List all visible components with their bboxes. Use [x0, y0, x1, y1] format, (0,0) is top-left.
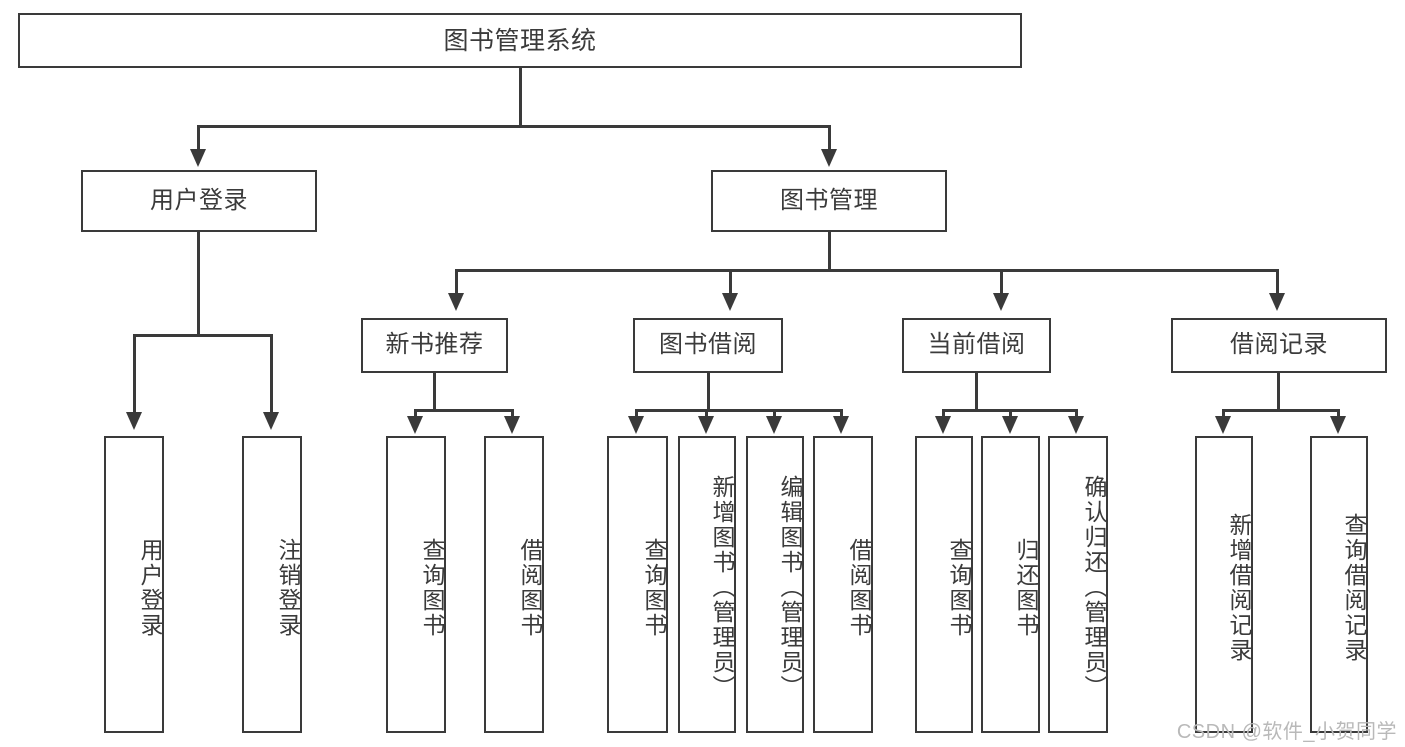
leaf-query-borrow-record[interactable]: 查询借阅记录: [1310, 436, 1368, 733]
edge-book-management-bus: [455, 269, 1279, 272]
arrow-bm-to-new-book: [448, 293, 464, 311]
node-label: 编辑图书（管理员）: [777, 475, 803, 700]
edge-book-management-stem: [828, 232, 831, 271]
node-label: 图书借阅: [659, 331, 757, 359]
edge-bb-to-leaf2: [705, 409, 708, 419]
arrow-bb-to-leaf3: [766, 416, 782, 434]
node-label: 图书管理: [780, 186, 878, 214]
arrow-user-login-to-leaf1: [126, 412, 142, 430]
leaf-query-book-current[interactable]: 查询图书: [915, 436, 973, 733]
node-label: 新增图书（管理员）: [709, 475, 735, 700]
leaf-add-book-admin[interactable]: 新增图书（管理员）: [678, 436, 736, 733]
arrow-root-to-user-login: [190, 149, 206, 167]
edge-user-login-stem: [197, 232, 200, 336]
edge-bm-to-new-book: [455, 269, 458, 295]
edge-user-login-to-leaf2: [270, 334, 273, 414]
node-label: 借阅图书: [517, 537, 543, 638]
arrow-bb-to-leaf4: [833, 416, 849, 434]
edge-book-borrow-bus: [635, 409, 842, 412]
edge-borrow-record-bus: [1222, 409, 1339, 412]
leaf-user-login[interactable]: 用户登录: [104, 436, 164, 733]
arrow-cb-to-leaf3: [1068, 416, 1084, 434]
arrow-bm-to-book-borrow: [722, 293, 738, 311]
node-user-login[interactable]: 用户登录: [81, 170, 317, 232]
node-label: 用户登录: [150, 186, 248, 214]
node-borrow-record[interactable]: 借阅记录: [1171, 318, 1387, 373]
edge-root-to-user-login: [197, 125, 200, 151]
node-label: 注销登录: [275, 537, 301, 638]
node-label: 查询图书: [419, 537, 445, 638]
edge-nb-to-leaf2: [511, 409, 514, 419]
edge-bb-to-leaf1: [635, 409, 638, 419]
edge-cb-to-leaf3: [1075, 409, 1078, 419]
leaf-query-book-borrow[interactable]: 查询图书: [607, 436, 668, 733]
arrow-cb-to-leaf1: [935, 416, 951, 434]
edge-new-book-bus: [414, 409, 514, 412]
edge-bm-to-borrow-record: [1276, 269, 1279, 295]
node-label: 借阅记录: [1230, 331, 1328, 359]
edge-root-stem: [519, 68, 522, 127]
edge-nb-to-leaf1: [414, 409, 417, 419]
leaf-query-book-recommend[interactable]: 查询图书: [386, 436, 446, 733]
arrow-user-login-to-leaf2: [263, 412, 279, 430]
edge-root-bus: [197, 125, 831, 128]
node-label: 查询图书: [641, 537, 667, 638]
node-label: 查询图书: [946, 537, 972, 638]
node-label: 新增借阅记录: [1226, 512, 1252, 663]
edge-bb-to-leaf4: [840, 409, 843, 419]
edge-borrow-record-stem: [1277, 373, 1280, 411]
edge-br-to-leaf2: [1337, 409, 1340, 419]
arrow-bb-to-leaf1: [628, 416, 644, 434]
leaf-edit-book-admin[interactable]: 编辑图书（管理员）: [746, 436, 804, 733]
edge-bm-to-book-borrow: [729, 269, 732, 295]
node-book-borrow[interactable]: 图书借阅: [633, 318, 783, 373]
node-current-borrow[interactable]: 当前借阅: [902, 318, 1051, 373]
edge-new-book-stem: [433, 373, 436, 411]
node-label: 新书推荐: [385, 331, 484, 359]
edge-cb-to-leaf2: [1009, 409, 1012, 419]
edge-bm-to-current-borrow: [1000, 269, 1003, 295]
arrow-nb-to-leaf1: [407, 416, 423, 434]
edge-book-borrow-stem: [707, 373, 710, 411]
arrow-root-to-book-management: [821, 149, 837, 167]
edge-br-to-leaf1: [1222, 409, 1225, 419]
csdn-watermark: CSDN @软件_小贺同学: [1176, 721, 1397, 743]
leaf-return-book[interactable]: 归还图书: [981, 436, 1040, 733]
arrow-nb-to-leaf2: [504, 416, 520, 434]
node-label: 图书管理系统: [443, 26, 597, 55]
arrow-br-to-leaf2: [1330, 416, 1346, 434]
leaf-borrow-book-recommend[interactable]: 借阅图书: [484, 436, 544, 733]
arrow-bm-to-borrow-record: [1269, 293, 1285, 311]
arrow-bm-to-current-borrow: [993, 293, 1009, 311]
edge-user-login-bus: [133, 334, 273, 337]
arrow-bb-to-leaf2: [698, 416, 714, 434]
arrow-cb-to-leaf2: [1002, 416, 1018, 434]
leaf-confirm-return-admin[interactable]: 确认归还（管理员）: [1048, 436, 1108, 733]
leaf-add-borrow-record[interactable]: 新增借阅记录: [1195, 436, 1253, 733]
node-label: 用户登录: [137, 537, 163, 638]
node-label: 确认归还（管理员）: [1081, 475, 1107, 700]
edge-root-to-book-management: [828, 125, 831, 151]
edge-cb-to-leaf1: [942, 409, 945, 419]
arrow-br-to-leaf1: [1215, 416, 1231, 434]
node-new-book-recommend[interactable]: 新书推荐: [361, 318, 508, 373]
node-book-management[interactable]: 图书管理: [711, 170, 947, 232]
node-label: 归还图书: [1013, 537, 1039, 638]
node-label: 借阅图书: [846, 537, 872, 638]
edge-user-login-to-leaf1: [133, 334, 136, 414]
node-book-management-system[interactable]: 图书管理系统: [18, 13, 1022, 68]
leaf-borrow-book[interactable]: 借阅图书: [813, 436, 873, 733]
leaf-logout[interactable]: 注销登录: [242, 436, 302, 733]
edge-bb-to-leaf3: [773, 409, 776, 419]
edge-current-borrow-stem: [975, 373, 978, 411]
node-label: 当前借阅: [927, 331, 1026, 359]
node-label: 查询借阅记录: [1341, 512, 1367, 663]
